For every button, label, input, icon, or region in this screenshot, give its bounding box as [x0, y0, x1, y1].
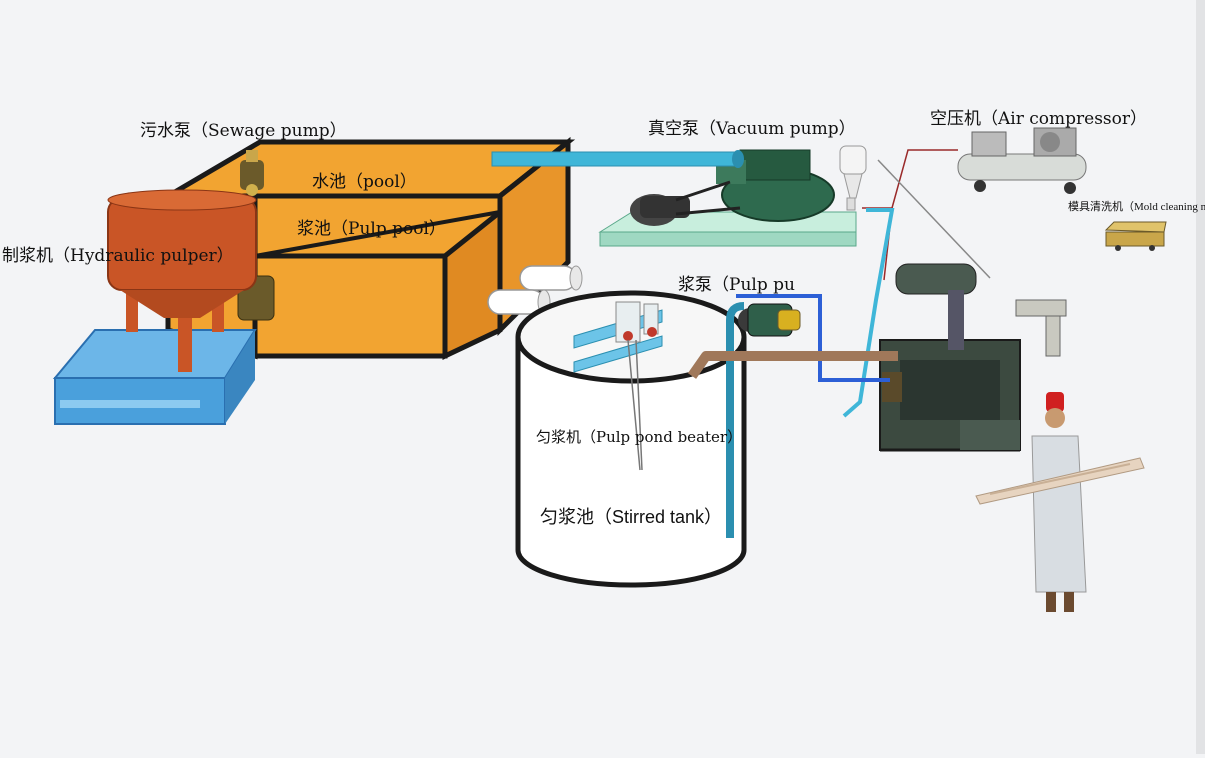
pulp-pump-label: 浆泵（Pulp pu [678, 275, 795, 295]
mold-cleaning-machine-label: 模具清洗机（Mold cleaning machine） [1068, 201, 1205, 213]
pulp-pool-label: 浆池（Pulp pool） [297, 219, 446, 239]
hydraulic-pulper [52, 189, 275, 425]
pulp-pond-beater [573, 301, 663, 471]
vacuum-pump-label: 真空泵（Vacuum pump） [648, 119, 856, 139]
paper-edge [1196, 0, 1205, 754]
hydraulic-pulper-label: 制浆机（Hydraulic pulper） [2, 246, 234, 266]
pool-label: 水池（pool） [312, 172, 417, 192]
air-compressor [957, 127, 1087, 194]
stirred-tank-label: 匀浆池（Stirred tank） [540, 507, 723, 527]
vacuum-pipe [491, 151, 739, 167]
stirred-tank [515, 290, 747, 588]
sewage-pump-label: 污水泵（Sewage pump） [140, 121, 347, 141]
mold-cleaning-machine [1104, 221, 1167, 251]
pulp-pond-beater-label: 匀浆机（Pulp pond beater） [536, 428, 743, 446]
sewage-pump [240, 150, 264, 196]
forming-machine [879, 263, 1067, 452]
vacuum-pump [598, 145, 867, 247]
pulp-pump [726, 302, 801, 538]
pool-outlet-pipes [487, 265, 583, 315]
air-compressor-label: 空压机（Air compressor） [930, 109, 1147, 129]
worker-figure [975, 392, 1145, 612]
